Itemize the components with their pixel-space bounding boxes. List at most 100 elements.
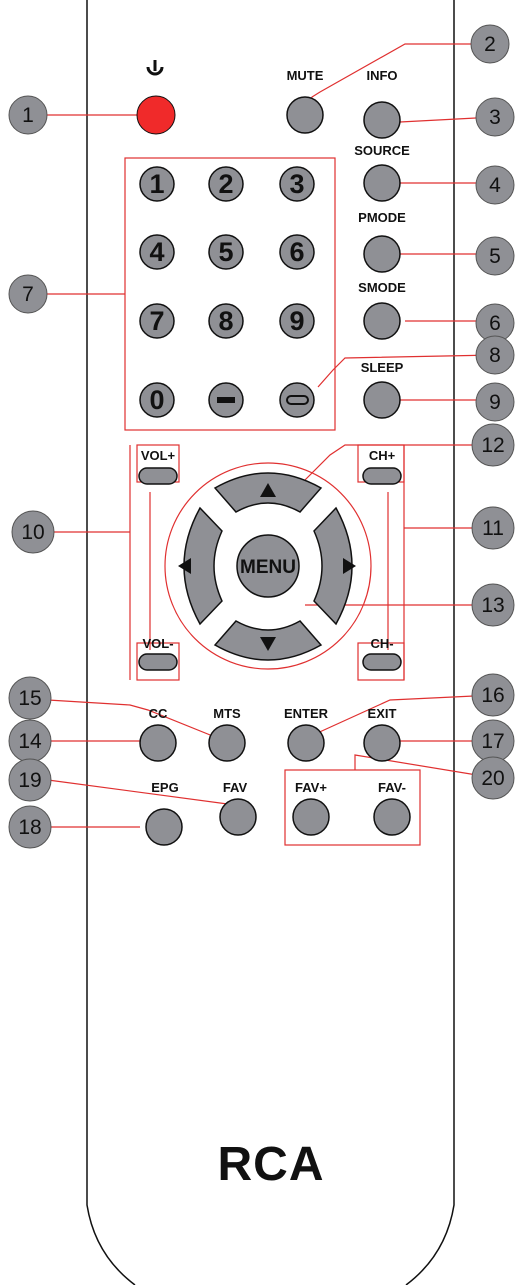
callout-12 [471,423,515,467]
callout-3 [475,97,515,137]
callout-20 [471,756,515,800]
callout-number: 5 [489,245,501,268]
callout-number: 16 [481,684,504,707]
digit-button-9[interactable] [279,303,315,339]
fav-plus-button[interactable] [292,798,330,836]
enter-label: ENTER [284,706,329,721]
epg-label: EPG [151,780,178,795]
callout-number: 6 [489,312,501,335]
source-button[interactable] [363,164,401,202]
menu-button[interactable] [236,534,300,598]
digit-label: 3 [289,169,304,199]
callout-10 [11,510,55,554]
fav-minus-label: FAV- [378,780,406,795]
power-button[interactable] [136,95,176,135]
sleep-button[interactable] [363,381,401,419]
cc-button[interactable] [139,724,177,762]
callout-4 [475,165,515,205]
callout-5 [475,236,515,276]
pmode-button[interactable] [363,235,401,273]
brand-logo: RCA [218,1138,325,1191]
remote-body [86,0,455,1285]
callout-number: 11 [482,517,504,540]
digit-button-6[interactable] [279,234,315,270]
digit-label: 4 [149,237,164,267]
digit-button-1[interactable] [139,166,175,202]
source-label: SOURCE [354,143,410,158]
recall-button[interactable] [279,382,315,418]
digit-button-4[interactable] [139,234,175,270]
arrow-down-icon [260,637,276,651]
fav-plus-label: FAV+ [295,780,327,795]
arrow-left-icon [178,558,191,574]
fav-button[interactable] [219,798,257,836]
ch-plus-label: CH+ [369,448,396,463]
leader-lines [45,43,496,846]
digit-button-0[interactable] [139,382,175,418]
digit-button-5[interactable] [208,234,244,270]
callout-number: 15 [18,687,41,710]
exit-button[interactable] [363,724,401,762]
epg-button[interactable] [145,808,183,846]
ch-plus-button[interactable] [362,467,402,485]
ch-minus-label: CH- [370,636,393,651]
info-button[interactable] [363,101,401,139]
callout-19 [8,758,52,802]
power-icon [146,60,164,76]
menu-label: MENU [240,557,296,578]
dpad: MENU [178,472,356,661]
digit-button-8[interactable] [208,303,244,339]
vol-plus-label: VOL+ [141,448,176,463]
digit-button-2[interactable] [208,166,244,202]
digit-label: 0 [149,385,164,415]
exit-label: EXIT [368,706,397,721]
digit-label: 6 [289,237,304,267]
arrow-up-icon [260,483,276,497]
info-label: INFO [366,68,397,83]
digit-label: 2 [218,169,233,199]
recall-icon [286,395,309,405]
callout-number: 4 [489,174,501,197]
callout-number: 20 [481,767,504,790]
callout-number: 14 [18,730,42,753]
digit-button-7[interactable] [139,303,175,339]
cc-label: CC [149,706,168,721]
digit-button-3[interactable] [279,166,315,202]
digit-label: 1 [149,169,164,199]
digit-label: 9 [289,306,304,336]
mts-button[interactable] [208,724,246,762]
pmode-label: PMODE [358,210,406,225]
ch-minus-button[interactable] [362,653,402,671]
callout-number: 18 [18,816,41,839]
right-button[interactable] [313,506,353,626]
left-button[interactable] [183,506,223,626]
fav-label: FAV [223,780,248,795]
mute-button[interactable] [286,96,324,134]
enter-button[interactable] [287,724,325,762]
fav-minus-button[interactable] [373,798,411,836]
number-pad: 1 2 3 4 5 6 7 8 9 0 [139,166,315,418]
callout-number: 13 [481,594,504,617]
callout-number: 10 [21,521,44,544]
callout-number: 2 [484,33,496,56]
vol-minus-button[interactable] [138,653,178,671]
callout-9 [475,382,515,422]
callout-2 [470,24,510,64]
sleep-label: SLEEP [361,360,404,375]
callout-number: 7 [22,283,34,306]
callout-7 [8,274,48,314]
callout-number: 1 [22,104,34,127]
mute-label: MUTE [287,68,324,83]
vol-minus-label: VOL- [142,636,173,651]
mts-label: MTS [213,706,241,721]
dpad-ring [164,462,372,670]
vol-plus-button[interactable] [138,467,178,485]
dash-icon [217,397,235,403]
smode-button[interactable] [363,302,401,340]
callout-number: 17 [481,730,504,753]
callout-number: 3 [489,106,501,129]
callouts: 1 2 3 4 5 6 7 8 9 10 11 12 13 14 15 16 1… [8,24,515,849]
callout-16 [471,673,515,717]
callout-1 [8,95,48,135]
